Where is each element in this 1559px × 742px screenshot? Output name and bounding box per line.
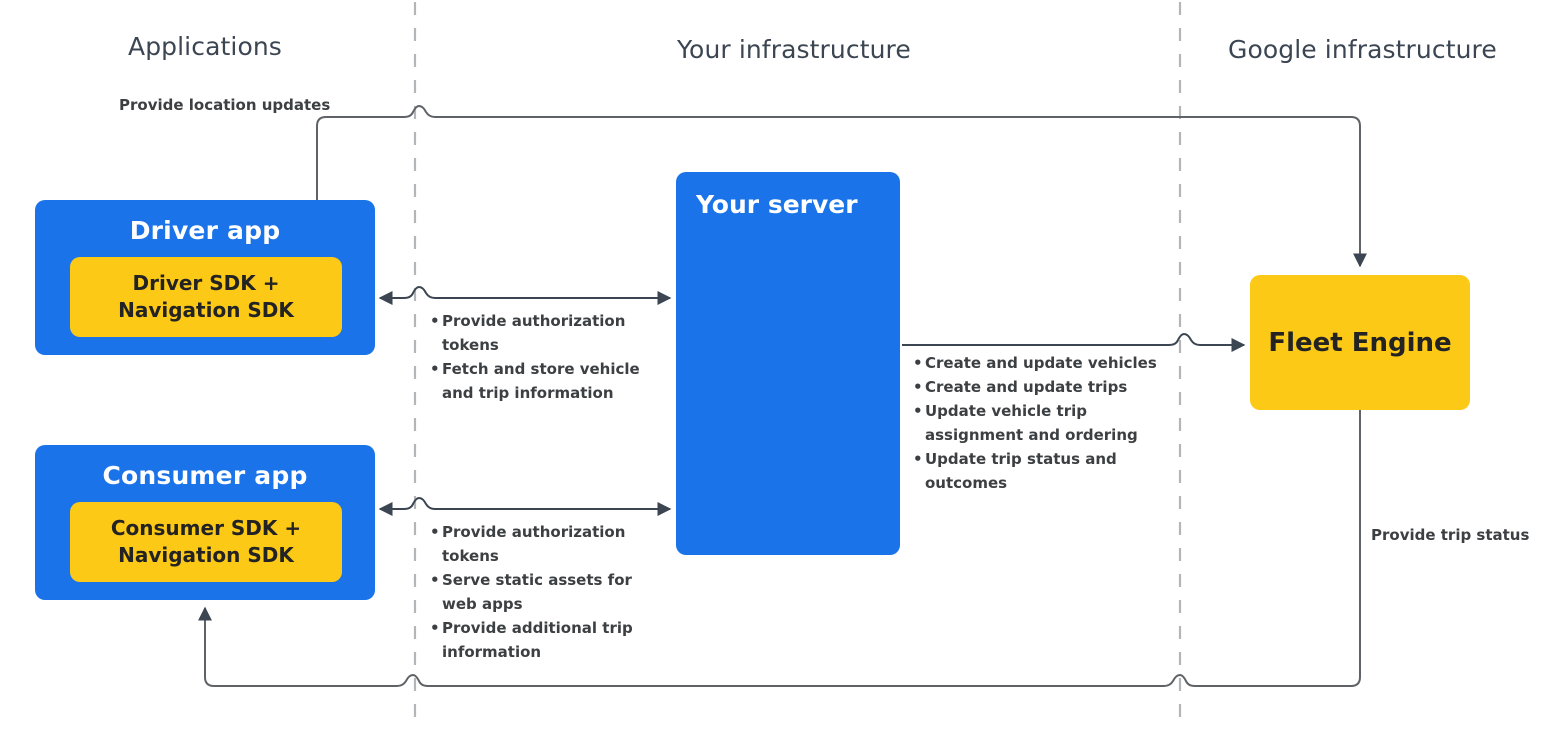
edge-bullets-your-server-fleet-engine: Create and update vehicles Create and up… [913,351,1158,495]
node-your-server[interactable]: Your server [676,172,900,555]
edge-fleet-engine-to-consumer-app [198,410,1361,687]
node-consumer-app[interactable]: Consumer app Consumer SDK + Navigation S… [35,445,375,600]
bullet-item: Provide authorization tokens [430,309,655,357]
bullet-item: Provide authorization tokens [430,520,645,568]
bullet-item: Fetch and store vehicle and trip informa… [430,357,655,405]
consumer-sdk-line-1: Consumer SDK + [110,516,302,540]
consumer-app-title: Consumer app [102,461,308,490]
bullet-item: Create and update vehicles [913,351,1158,375]
edge-bullets-driver-app-your-server: Provide authorization tokens Fetch and s… [430,309,655,405]
node-driver-sdk[interactable]: Driver SDK + Navigation SDK [70,257,342,337]
column-header-google-infrastructure: Google infrastructure [1228,35,1497,64]
bullet-item: Create and update trips [913,375,1158,399]
fleet-engine-title: Fleet Engine [1268,327,1452,358]
node-driver-app[interactable]: Driver app Driver SDK + Navigation SDK [35,200,375,355]
driver-app-title: Driver app [129,216,281,245]
driver-sdk-line-1: Driver SDK + [132,271,280,295]
column-header-your-infrastructure: Your infrastructure [677,35,911,64]
bullet-item: Provide additional trip information [430,616,645,664]
consumer-sdk-label: Consumer SDK + Navigation SDK [111,515,301,569]
edge-driver-app-to-your-server [378,285,672,305]
column-header-applications: Applications [128,32,282,61]
edge-label-provide-location-updates: Provide location updates [119,96,331,114]
consumer-sdk-line-2: Navigation SDK [118,543,294,567]
your-server-title: Your server [696,190,858,219]
edge-driver-to-fleet-engine [316,104,1367,268]
edge-your-server-to-fleet-engine [902,332,1246,352]
edge-bullets-consumer-app-your-server: Provide authorization tokens Serve stati… [430,520,645,664]
driver-sdk-label: Driver SDK + Navigation SDK [118,270,294,324]
bullet-item: Update vehicle trip assignment and order… [913,399,1158,447]
bullet-item: Update trip status and outcomes [913,447,1158,495]
edge-consumer-app-to-your-server [378,496,672,516]
driver-sdk-line-2: Navigation SDK [118,298,294,322]
edge-label-provide-trip-status: Provide trip status [1371,526,1530,544]
node-consumer-sdk[interactable]: Consumer SDK + Navigation SDK [70,502,342,582]
node-fleet-engine[interactable]: Fleet Engine [1250,275,1470,410]
bullet-item: Serve static assets for web apps [430,568,645,616]
